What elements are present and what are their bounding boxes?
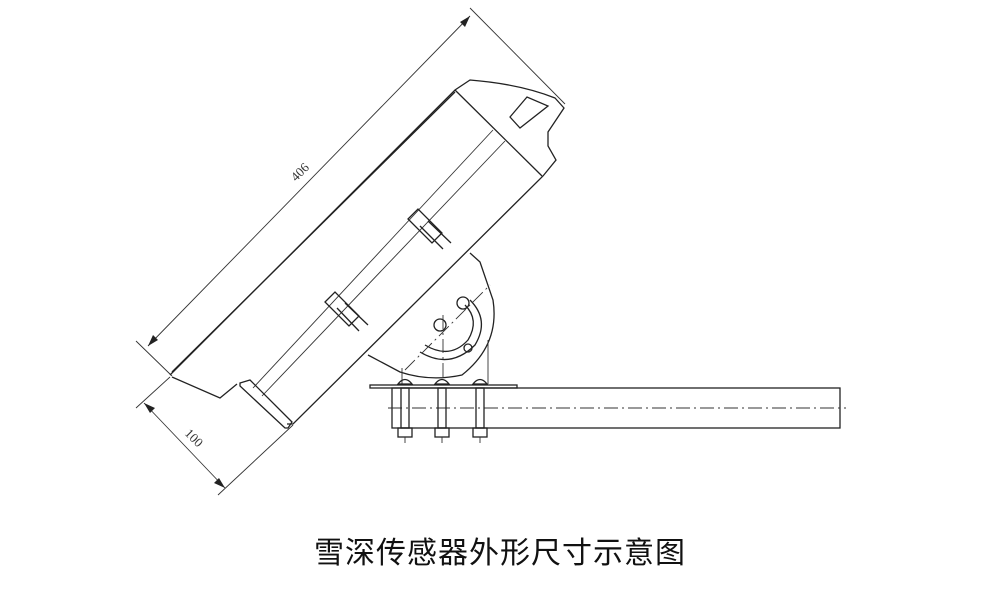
diagram-caption: 雪深传感器外形尺寸示意图	[314, 536, 686, 571]
bolt	[471, 378, 489, 443]
bolt	[396, 378, 414, 443]
mounting-arm	[369, 384, 846, 429]
bolt	[433, 378, 451, 443]
dimension-length: 406	[135, 7, 566, 377]
dimension-width: 100	[135, 376, 294, 496]
bolts	[396, 378, 489, 443]
tilt-bracket	[367, 252, 495, 384]
sensor-housing	[169, 79, 565, 429]
dimension-length-label: 406	[288, 159, 313, 184]
